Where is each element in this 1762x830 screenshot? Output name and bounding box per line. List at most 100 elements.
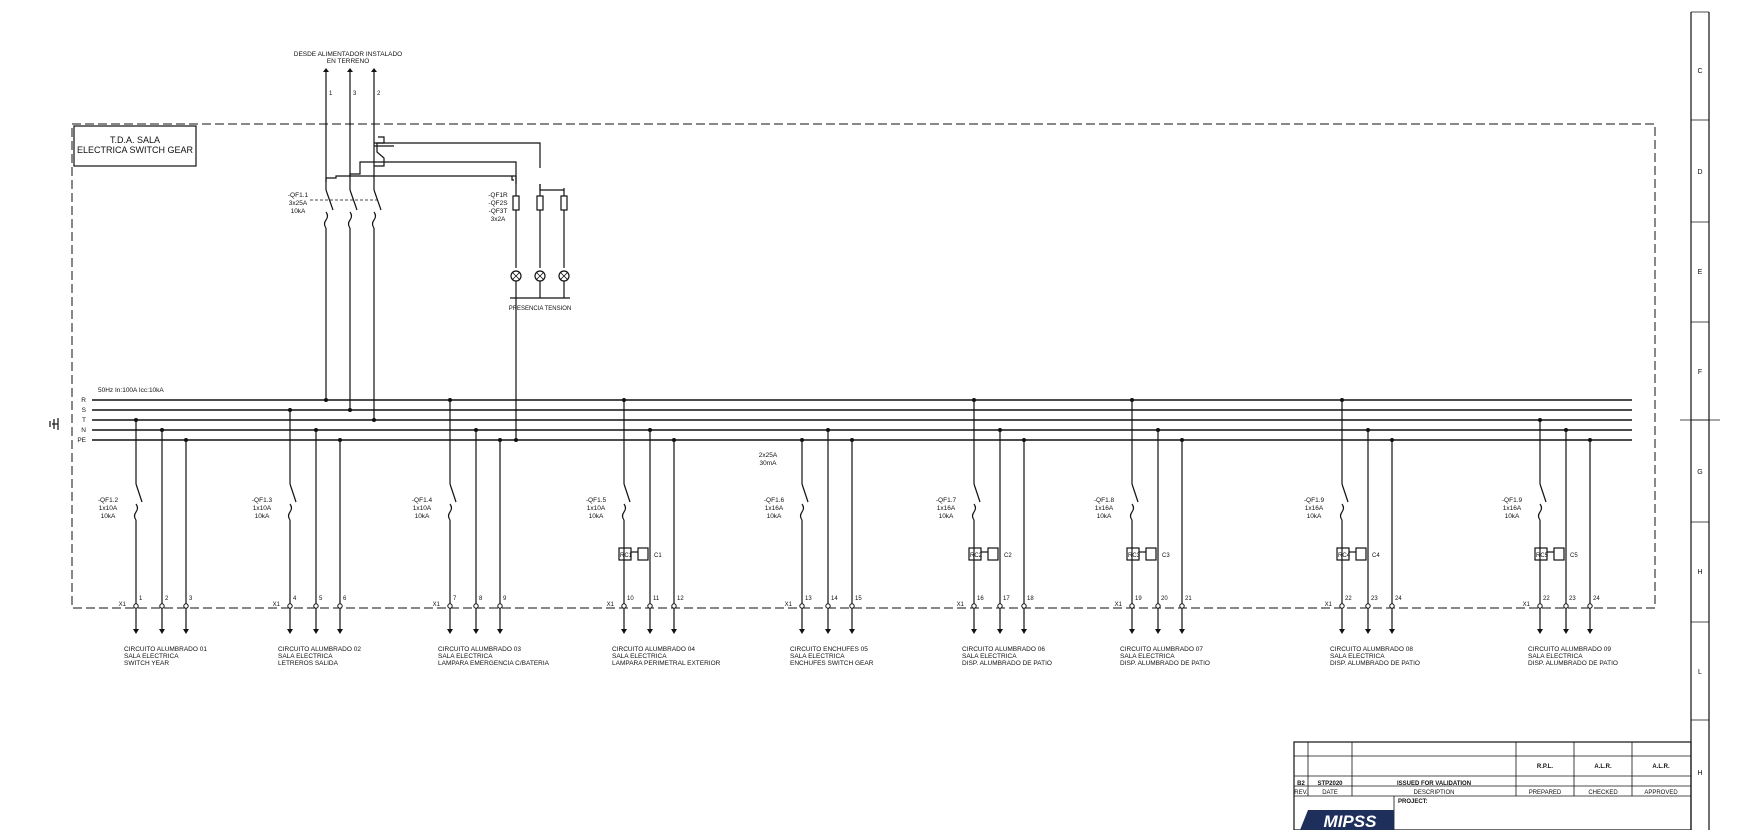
bus-phase-s: S <box>82 407 87 414</box>
circuit-breaker-icc: 10kA <box>101 513 116 520</box>
circuit-description-line: SALA ELECTRICA <box>1120 653 1175 660</box>
terminal-strip-tag: X1 <box>119 602 127 608</box>
main-breaker-icc: 10kA <box>291 208 306 215</box>
circuit-breaker-icc: 10kA <box>589 513 604 520</box>
circuit-breaker-rating: 1x16A <box>1305 505 1324 512</box>
circuit-description-line: CIRCUITO ALUMBRADO 01 <box>124 646 207 653</box>
svg-text:MIPSS: MIPSS <box>1324 812 1378 830</box>
grid-letter: G <box>1697 469 1702 476</box>
mipss-logo: MIPSS <box>1300 810 1394 830</box>
circuit-breaker-rating: 1x16A <box>1503 505 1522 512</box>
circuit-description-line: CIRCUITO ALUMBRADO 04 <box>612 646 695 653</box>
circuit-breaker-rating: 1x10A <box>253 505 272 512</box>
contactor-tag: C2 <box>1004 553 1012 559</box>
terminal-number: 2 <box>165 596 169 602</box>
circuit-breaker-tag: -QF1.8 <box>1094 497 1115 504</box>
terminal-number: 17 <box>1003 596 1010 602</box>
circuit-breaker-rating: 1x16A <box>1095 505 1114 512</box>
bus-spec: 50Hz In:100A Icc:10kA <box>98 387 164 394</box>
contactor-tag: C1 <box>654 553 662 559</box>
contactor-tag: C4 <box>1372 553 1380 559</box>
bus-phase-pe: PE <box>77 437 86 444</box>
terminal-number: 5 <box>319 596 323 602</box>
terminal-number: 23 <box>1569 596 1576 602</box>
terminal-strip-tag: X1 <box>957 602 965 608</box>
bus-phase-t: T <box>82 417 86 424</box>
grid-letter: E <box>1698 269 1703 276</box>
circuit-breaker-tag: -QF1.7 <box>936 497 957 504</box>
main-breaker-symbol <box>310 143 394 422</box>
title-project-label: PROJECT: <box>1398 799 1428 805</box>
terminal-number: 15 <box>855 596 862 602</box>
fuse-and-lamp-group <box>510 175 570 442</box>
rcd-tag: RC2 <box>970 553 983 559</box>
terminal-number: 1 <box>139 596 143 602</box>
circuit-breaker-icc: 10kA <box>939 513 954 520</box>
title-row2-checked: CHECKED <box>1588 790 1618 796</box>
title-row2-prepared: PREPARED <box>1529 790 1562 796</box>
circuit-description-line: SALA ELECTRICA <box>962 653 1017 660</box>
title-rev: B2 <box>1297 781 1305 787</box>
circuit-description-line: ENCHUFES SWITCH GEAR <box>790 660 874 667</box>
circuit-description-line: LETREROS SALIDA <box>278 660 339 667</box>
circuit-breaker-tag: -QF1.4 <box>412 497 433 504</box>
circuit-breaker-tag: -QF1.9 <box>1502 497 1523 504</box>
busbars <box>92 399 1632 441</box>
terminal-strip-tag: X1 <box>1325 602 1333 608</box>
circuit-breaker-rating: 1x10A <box>99 505 118 512</box>
terminal-number: 22 <box>1345 596 1352 602</box>
circuit-9 <box>1534 418 1593 634</box>
rcd-tag: RC4 <box>1338 553 1351 559</box>
circuit-breaker-tag: -QF1.9 <box>1304 497 1325 504</box>
circuit-1 <box>133 418 189 634</box>
title-row2-rev: REV. <box>1294 790 1308 796</box>
supply-terminal: 3 <box>353 91 357 97</box>
circuit-breaker-icc: 10kA <box>1307 513 1322 520</box>
terminal-number: 11 <box>653 596 660 602</box>
supply-terminal: 2 <box>377 91 381 97</box>
circuit-description-line: SALA ELECTRICA <box>612 653 667 660</box>
terminal-strip-tag: X1 <box>1523 602 1531 608</box>
circuit-breaker-icc: 10kA <box>415 513 430 520</box>
terminal-number: 13 <box>805 596 812 602</box>
circuit-breaker-icc: 10kA <box>1505 513 1520 520</box>
main-breaker-rating: 3x25A <box>289 200 308 207</box>
circuit-description-line: SALA ELECTRICA <box>1330 653 1385 660</box>
terminal-number: 3 <box>189 596 193 602</box>
terminal-number: 24 <box>1395 596 1402 602</box>
circuit-description-line: DISP. ALUMBRADO DE PATIO <box>1330 660 1420 667</box>
terminal-number: 24 <box>1593 596 1600 602</box>
circuit-description-line: DISP. ALUMBRADO DE PATIO <box>1120 660 1210 667</box>
terminal-number: 6 <box>343 596 347 602</box>
circuit-description-line: DISP. ALUMBRADO DE PATIO <box>1528 660 1618 667</box>
circuit-breaker-icc: 10kA <box>255 513 270 520</box>
circuit-description-line: SALA ELECTRICA <box>790 653 845 660</box>
circuit-breaker-rating: 1x16A <box>937 505 956 512</box>
circuit-breaker-tag: -QF1.2 <box>98 497 119 504</box>
circuit-3 <box>447 398 503 634</box>
title-block <box>1293 741 1692 830</box>
grid-letter: L <box>1698 669 1702 676</box>
circuit-description-line: LAMPARA PERIMETRAL EXTERIOR <box>612 660 721 667</box>
terminal-strip-tag: X1 <box>433 602 441 608</box>
circuit-4 <box>618 398 677 634</box>
main-breaker-tag: -QF1.1 <box>288 192 309 199</box>
contactor-tag: C5 <box>1570 553 1578 559</box>
circuit-description-line: SALA ELECTRICA <box>1528 653 1583 660</box>
board-title-line2: ELECTRICA SWITCH GEAR <box>77 145 194 155</box>
title-col-a: R.P.L. <box>1537 764 1554 770</box>
circuit-description-line: CIRCUITO ALUMBRADO 07 <box>1120 646 1203 653</box>
terminal-strip-tag: X1 <box>1115 602 1123 608</box>
circuit-8 <box>1336 398 1395 634</box>
circuit-description-line: CIRCUITO ALUMBRADO 06 <box>962 646 1045 653</box>
terminal-strip-tag: X1 <box>607 602 615 608</box>
terminal-number: 9 <box>503 596 507 602</box>
grid-letter: H <box>1697 569 1702 576</box>
title-doc: STP2020 <box>1317 781 1343 787</box>
bus-phase-r: R <box>81 397 86 404</box>
terminal-number: 19 <box>1135 596 1142 602</box>
terminal-strip-tag: X1 <box>273 602 281 608</box>
terminal-number: 7 <box>453 596 457 602</box>
